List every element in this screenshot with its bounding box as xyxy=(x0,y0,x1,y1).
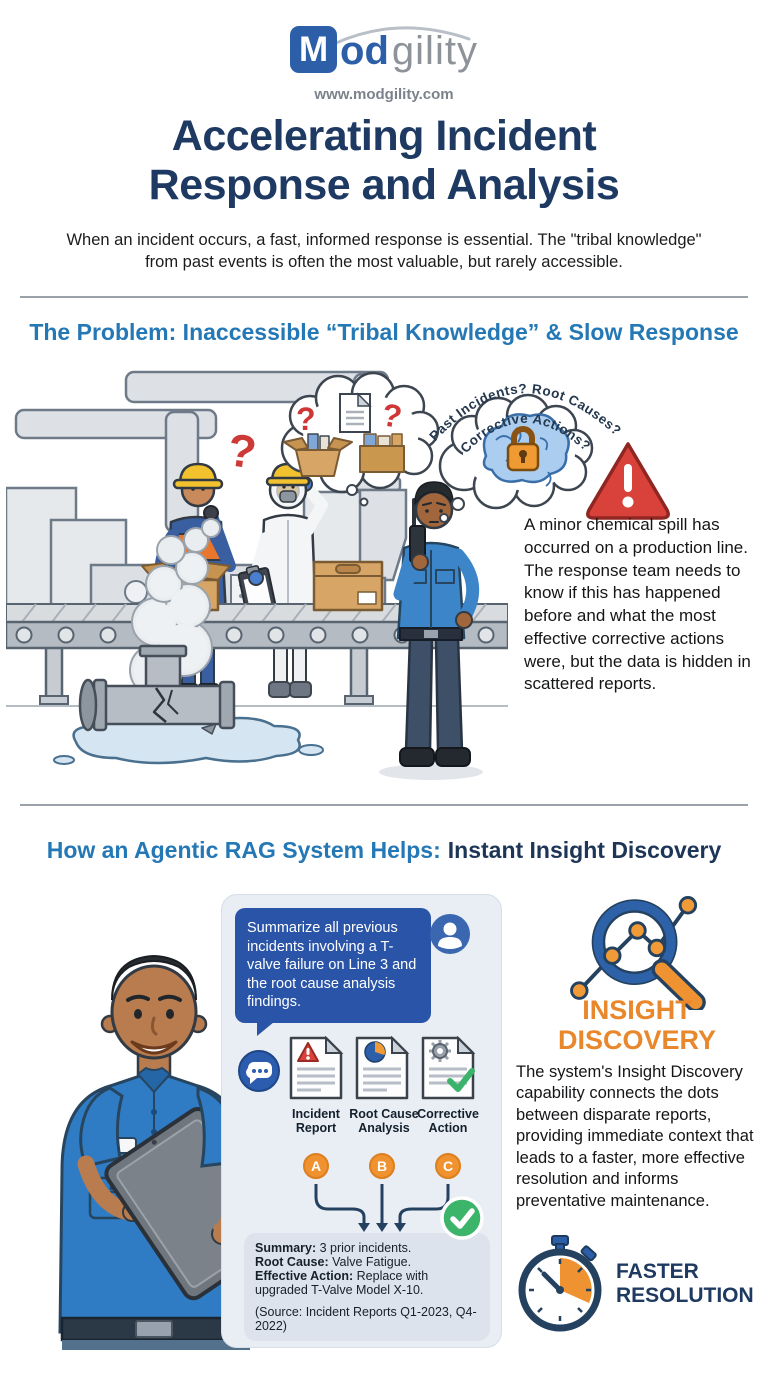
verified-check-icon xyxy=(440,1196,484,1240)
stopwatch-icon xyxy=(518,1235,602,1332)
solution-heading-accent: How an Agentic RAG System Helps: xyxy=(46,837,441,863)
ai-summary-card: Summary: 3 prior incidents. Root Cause: … xyxy=(244,1233,490,1341)
problem-description: A minor chemical spill has occurred on a… xyxy=(524,515,751,694)
rag-workflow-panel: Summarize all previous incidents involvi… xyxy=(221,894,502,1348)
logo-od: od xyxy=(340,29,389,73)
red-question-mark: ? xyxy=(224,423,259,478)
conveyor-belt xyxy=(6,603,508,707)
logo-m-badge: M xyxy=(290,26,338,73)
corrective-action-doc-icon xyxy=(421,1035,476,1100)
problem-illustration: ? xyxy=(0,362,768,804)
root-cause-doc-icon xyxy=(355,1035,410,1100)
divider-middle xyxy=(20,804,748,806)
intro-text: When an incident occurs, a fast, informe… xyxy=(66,231,702,271)
summary-line: Effective Action: Replace with upgraded … xyxy=(255,1269,429,1298)
doc-label-root-cause: Root Cause Analysis xyxy=(349,1107,419,1136)
title-line-2: Response and Analysis xyxy=(148,160,620,209)
worker-radio xyxy=(379,450,483,780)
locked-knowledge-thought-icon: Past Incidents? Root Causes? Corrective … xyxy=(426,381,624,523)
svg-text:?: ? xyxy=(296,401,316,437)
solution-illustration: Summarize all previous incidents involvi… xyxy=(0,878,768,1358)
doc-label-incident-report: Incident Report xyxy=(292,1107,340,1136)
logo-gility: gility xyxy=(391,29,478,73)
chat-icon xyxy=(238,1050,280,1092)
title-line-1: Accelerating Incident xyxy=(171,112,597,160)
solution-heading-rest: Instant Insight Discovery xyxy=(447,837,722,863)
cracked-valve xyxy=(53,644,324,765)
doc-label-corrective-action: Corrective Action xyxy=(417,1107,479,1136)
divider-top xyxy=(20,296,748,298)
user-avatar-icon xyxy=(430,914,470,954)
problem-heading: The Problem: Inaccessible “Tribal Knowle… xyxy=(29,319,739,345)
faster-resolution-row: FASTER RESOLUTION xyxy=(512,1234,762,1334)
archive-boxes-icon xyxy=(283,433,405,477)
summary-line: Summary: 3 prior incidents. xyxy=(255,1241,412,1255)
merge-arrows xyxy=(314,1184,450,1232)
logo-m-letter: M xyxy=(298,29,329,69)
page-title: Accelerating Incident Response and Analy… xyxy=(0,112,768,209)
solution-heading: How an Agentic RAG System Helps:Instant … xyxy=(0,837,768,864)
website-url: www.modgility.com xyxy=(314,86,454,103)
brain-lock-icon xyxy=(482,413,570,487)
insight-discovery-icon xyxy=(570,896,706,1010)
insight-column: INSIGHT DISCOVERY The system's Insight D… xyxy=(512,878,762,1358)
insight-discovery-title: INSIGHT DISCOVERY xyxy=(557,995,717,1055)
faster-resolution-label: FASTER RESOLUTION xyxy=(616,1260,754,1307)
insight-description: The system's Insight Discovery capabilit… xyxy=(516,1063,754,1210)
user-query-bubble: Summarize all previous incidents involvi… xyxy=(235,908,431,1036)
summary-source: (Source: Incident Reports Q1-2023, Q4-20… xyxy=(255,1304,477,1333)
logo-arc-swoosh xyxy=(334,26,471,45)
brand-logo: M od gility xyxy=(0,26,768,73)
source-marker-b: B xyxy=(369,1153,395,1179)
scattered-records-thought-icon: ? ? xyxy=(280,371,440,507)
report-doc-icon xyxy=(339,392,372,433)
source-marker-a: A xyxy=(303,1153,329,1179)
warning-triangle-icon xyxy=(586,442,670,520)
incident-report-doc-icon xyxy=(289,1035,344,1100)
source-marker-c: C xyxy=(435,1153,461,1179)
summary-line: Root Cause: Valve Fatigue. xyxy=(255,1255,412,1270)
